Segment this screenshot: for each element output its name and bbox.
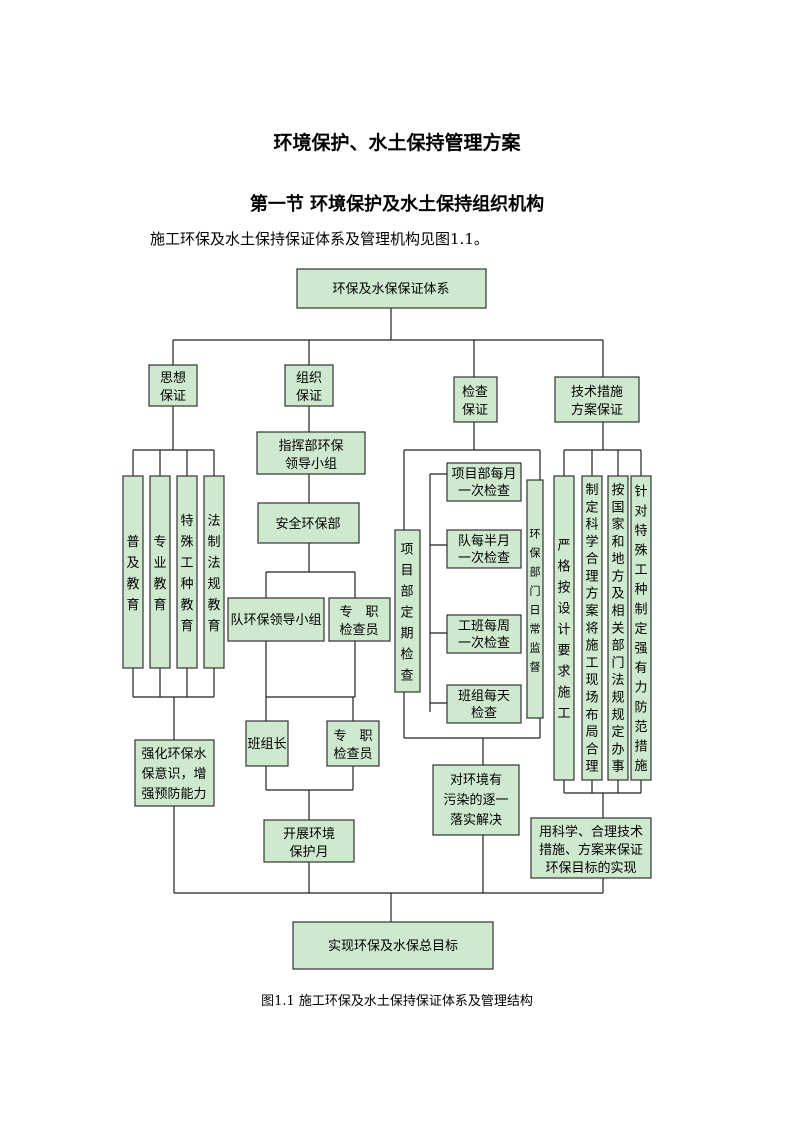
education-column-text-3: 特殊工种教育	[180, 514, 193, 634]
safety-env-dept-box: 安全环保部	[257, 502, 360, 544]
technical-column-text-4: 针对特殊工种制定强有力防范措施	[634, 485, 647, 774]
inspection-item-4-line2: 检查	[471, 706, 497, 721]
awareness-line3: 强预防能力	[141, 786, 206, 802]
assurance-system-label: 环保及水保保证体系	[332, 282, 449, 297]
inspection-item-3	[446, 614, 522, 654]
inspection-item-2-line1: 队每半月	[458, 533, 510, 549]
team-env-leader-box: 队环保领导小组	[227, 597, 325, 642]
education-column-2	[149, 475, 171, 669]
resolution-line1: 对环境有	[450, 773, 502, 788]
inspection-item-3-line1: 工班每周	[458, 618, 510, 634]
technical-result-box: 用科学、合理技术 措施、方案来保证 环保目标的实现	[530, 817, 652, 879]
figure-caption: 图1.1 施工环保及水土保持保证体系及管理结构	[261, 994, 533, 1009]
organizational-header-line1: 组织	[296, 371, 322, 386]
inspection-item-1	[446, 462, 522, 502]
organizational-header-line2: 保证	[296, 389, 322, 404]
section-title: 第一节 环境保护及水土保持组织机构	[249, 194, 545, 215]
technical-header-line1: 技术措施	[571, 385, 623, 400]
full-time-inspector-box: 专 职 检查员	[328, 597, 391, 642]
inspection-item-1-line1: 项目部每月	[451, 466, 516, 482]
technical-result-line2: 措施、方案来保证	[539, 842, 643, 858]
command-line2: 领导小组	[285, 457, 337, 472]
activity-line1: 开展环境	[283, 827, 335, 842]
inspection-item-2-line2: 一次检查	[458, 550, 510, 566]
technical-column-text-1: 严格按设计要求施工	[557, 538, 570, 721]
inspector2-line2: 检查员	[333, 747, 372, 762]
inspection-item-1-line2: 一次检查	[458, 483, 510, 499]
inspector1-line2: 检查员	[339, 623, 378, 638]
inspection-item-4-line1: 班组每天	[458, 688, 510, 704]
technical-measure-columns: 严格按设计要求施工 制定科学合理方案将施工现场布局合理按国家和地方及相关部门法规规…	[553, 475, 652, 781]
technical-column-2	[581, 475, 603, 781]
education-columns: 普及教育 专业教育 特殊工种教育 法制法规教育	[122, 475, 225, 669]
inspector2-line1: 专 职	[333, 729, 372, 744]
resolution-line3: 落实解决	[450, 813, 502, 828]
document-title: 环境保护、水土保持管理方案	[273, 132, 521, 154]
awareness-line2: 保意识，增	[141, 766, 206, 782]
education-column-text-1: 普及教育	[126, 535, 139, 613]
command-env-team-box: 指挥部环保 领导小组	[256, 431, 366, 475]
technical-column-1	[553, 475, 575, 781]
intro-paragraph: 施工环保及水土保持保证体系及管理机构见图1.1。	[150, 230, 489, 248]
squad-inspector-box: 专 职 检查员	[326, 720, 380, 767]
technical-result-line3: 环保目标的实现	[545, 860, 636, 876]
connector-lines	[132, 308, 642, 922]
pollution-resolution-box: 对环境有 污染的逐一 落实解决	[432, 764, 520, 836]
inspection-item-3-line2: 一次检查	[458, 635, 510, 651]
resolution-line2: 污染的逐一	[443, 792, 508, 808]
safety-env-dept-label: 安全环保部	[275, 516, 340, 532]
command-line1: 指挥部环保	[278, 439, 343, 454]
technical-column-4	[630, 475, 652, 781]
technical-assurance-box: 技术措施 方案保证	[554, 376, 640, 423]
assurance-system-box: 环保及水保保证体系	[296, 268, 487, 309]
project-periodic-inspection-text: 项目部定期检查	[400, 542, 413, 683]
env-protection-month-box: 开展环境 保护月	[263, 819, 355, 863]
team-env-leader-label: 队环保领导小组	[230, 613, 321, 628]
inspection-item-4	[446, 684, 522, 724]
education-column-text-2: 专业教育	[153, 535, 166, 613]
awareness-result-box: 强化环保水 保意识，增 强预防能力	[134, 739, 215, 807]
inspection-header-line1: 检查	[462, 385, 488, 400]
awareness-line1: 强化环保水	[141, 747, 206, 762]
education-column-text-4: 法制法规教育	[207, 514, 220, 634]
env-dept-supervision-text: 环保部门日常监督	[530, 527, 541, 673]
env-dept-supervision-box: 环保部门日常监督	[526, 479, 544, 719]
technical-column-text-2: 制定科学合理方案将施工现场布局合理	[585, 483, 598, 775]
ideological-header-line1: 思想	[160, 370, 186, 386]
squad-leader-label: 班组长	[247, 737, 286, 752]
project-periodic-inspection-box: 项目部定期检查	[394, 529, 421, 693]
technical-column-3	[607, 475, 629, 781]
activity-line2: 保护月	[289, 845, 328, 860]
overall-goal-label: 实现环保及水保总目标	[328, 939, 458, 954]
inspector1-line1: 专 职	[339, 605, 378, 620]
technical-column-text-3: 按国家和地方及相关部门法规规定办事	[611, 483, 624, 775]
ideological-header-line2: 保证	[160, 389, 186, 404]
squad-leader-box: 班组长	[245, 720, 289, 767]
education-column-1	[122, 475, 144, 669]
overall-goal-box: 实现环保及水保总目标	[292, 921, 494, 970]
education-column-3	[176, 475, 198, 669]
ideological-assurance-box: 思想 保证	[148, 364, 198, 407]
inspection-assurance-box: 检查 保证	[453, 376, 498, 423]
inspection-header-line2: 保证	[462, 403, 488, 418]
education-column-4	[203, 475, 225, 669]
technical-result-line1: 用科学、合理技术	[539, 824, 643, 840]
organizational-assurance-box: 组织 保证	[284, 364, 334, 407]
technical-header-line2: 方案保证	[571, 402, 623, 418]
inspection-item-2	[446, 529, 522, 569]
